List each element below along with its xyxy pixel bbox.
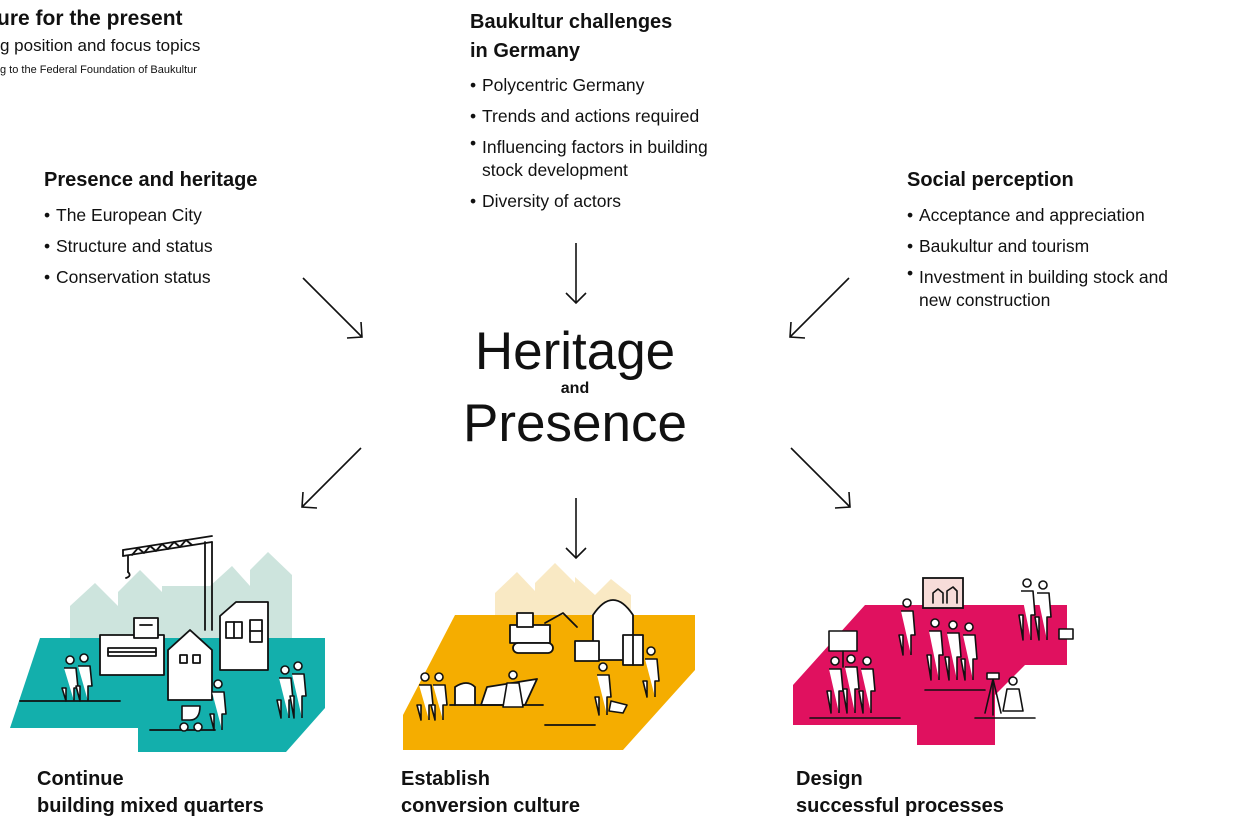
person-figure	[430, 672, 448, 721]
conversion-culture-illustration	[403, 563, 695, 750]
topic-baukultur-challenges: Baukultur challenges in Germany Polycent…	[470, 10, 708, 217]
arrow-down-icon	[565, 498, 587, 560]
list-item: Baukultur and tourism	[907, 231, 1168, 262]
person-figure	[289, 661, 307, 719]
topic-list: The European City Structure and status C…	[44, 200, 257, 293]
person-figure	[898, 598, 916, 656]
list-item: Influencing factors in building stock dev…	[470, 132, 708, 186]
list-item: The European City	[44, 200, 257, 231]
topic-heading: Presence and heritage	[44, 169, 258, 191]
topic-presence-and-heritage: Presence and heritage The European City …	[44, 168, 257, 293]
header-title: ure for the present	[0, 7, 183, 30]
person-figure	[502, 670, 524, 708]
list-item: Acceptance and appreciation	[907, 200, 1168, 231]
topic-heading-line2: in Germany	[470, 40, 581, 62]
list-item: Polycentric Germany	[470, 70, 708, 101]
header-subtitle: g position and focus topics	[0, 36, 201, 55]
list-item: Diversity of actors	[470, 186, 708, 217]
list-item-text: Investment in building stock and	[919, 267, 1169, 287]
outcome-label-line2: successful processes	[796, 795, 1004, 817]
topic-list: Acceptance and appreciation Baukultur an…	[907, 200, 1168, 316]
person-figure	[858, 656, 876, 714]
list-item-text: new construction	[919, 290, 1051, 310]
person-figure	[1002, 676, 1024, 712]
arrow-down-right-icon	[302, 277, 363, 339]
person-figure	[960, 622, 978, 681]
arrow-down-left-icon	[789, 277, 850, 339]
topic-social-perception: Social perception Acceptance and appreci…	[907, 168, 1168, 316]
worker-figure	[642, 646, 660, 698]
header-note: g to the Federal Foundation of Baukultur	[0, 64, 197, 76]
list-item-text: stock development	[482, 160, 628, 180]
person-figure	[944, 620, 962, 681]
center-title-heritage: Heritage	[474, 322, 676, 381]
person-figure	[1018, 578, 1036, 641]
center-title: Heritage and Presence	[365, 324, 785, 452]
excavator-icon	[509, 612, 578, 654]
arrow-down-left-icon	[301, 447, 362, 509]
worker-figure	[594, 662, 628, 716]
arrow-down-icon	[565, 243, 587, 305]
list-item: Conservation status	[44, 262, 257, 293]
center-title-presence: Presence	[463, 394, 687, 453]
center-title-and: and	[560, 380, 590, 397]
person-figure	[926, 618, 944, 681]
outcome-conversion-culture: Establish conversion culture	[401, 766, 580, 820]
person-figure	[842, 654, 860, 714]
mixed-quarters-illustration	[10, 535, 325, 752]
list-item-text: Influencing factors in building	[482, 137, 708, 157]
outcome-mixed-quarters: Continue building mixed quarters	[37, 766, 264, 820]
person-figure	[209, 679, 227, 731]
skyline-shape	[495, 563, 631, 615]
person-figure	[1034, 580, 1052, 641]
person-figure	[75, 653, 93, 702]
outcome-label-line1: Continue	[37, 768, 124, 790]
list-item: Investment in building stock and new cons…	[907, 262, 1168, 316]
outcome-successful-processes: Design successful processes	[796, 766, 1004, 820]
topic-heading-line1: Baukultur challenges	[470, 11, 673, 33]
person-figure	[416, 672, 434, 721]
topic-list: Polycentric Germany Trends and actions r…	[470, 70, 708, 217]
list-item: Structure and status	[44, 231, 257, 262]
arrow-down-right-icon	[790, 447, 851, 509]
header: ure for the present g position and focus…	[0, 6, 200, 80]
stroller-icon	[179, 705, 203, 732]
outcome-label-line1: Establish	[401, 768, 490, 790]
outcome-label-line1: Design	[796, 768, 863, 790]
processes-illustration	[793, 577, 1074, 745]
outcome-label-line2: building mixed quarters	[37, 795, 264, 817]
list-item: Trends and actions required	[470, 101, 708, 132]
outcome-label-line2: conversion culture	[401, 795, 580, 817]
topic-heading: Social perception	[907, 169, 1074, 191]
